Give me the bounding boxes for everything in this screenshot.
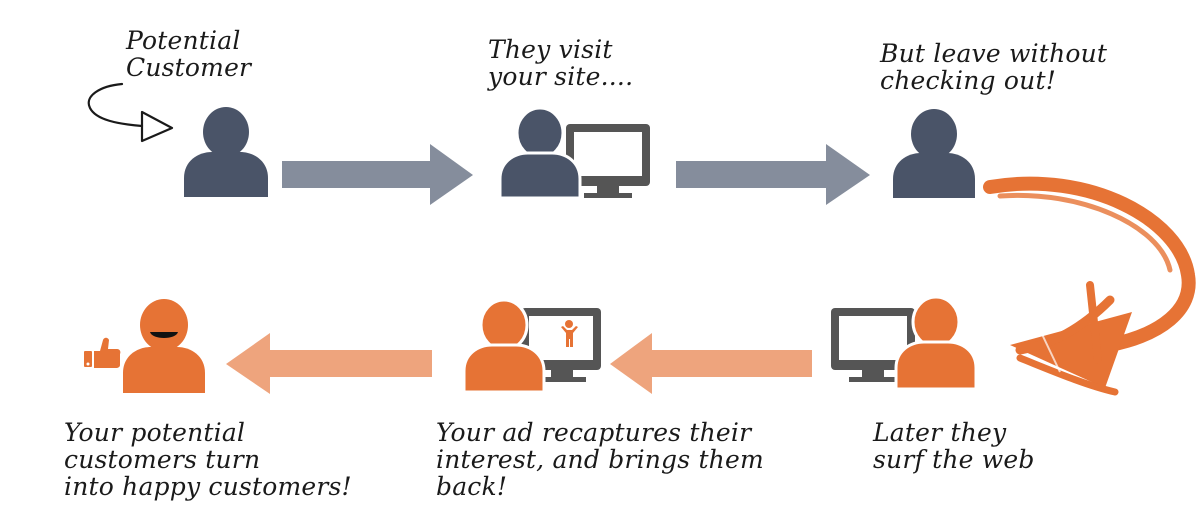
label-line: customers turn [64, 445, 261, 474]
person-icon [184, 107, 268, 197]
potential-customer-label: Potential Customer [126, 27, 251, 81]
curved-arrow-icon [983, 176, 1196, 396]
leave-label: But leave without checking out! [880, 40, 1107, 94]
monitor-icon [831, 308, 915, 382]
label-line: back! [436, 472, 508, 501]
monitor-icon [521, 308, 601, 382]
arrow-left [226, 333, 432, 394]
person-icon [498, 106, 582, 200]
label-line: They visit [488, 35, 613, 64]
label-line: Customer [126, 53, 252, 82]
recapture-label: Your ad recaptures their interest, and b… [436, 419, 764, 500]
label-line: Your potential [64, 418, 246, 447]
label-line: surf the web [873, 445, 1035, 474]
arrow-right [676, 144, 870, 205]
happy-customers-label: Your potential customers turn into happy… [64, 419, 352, 500]
arrow-left [610, 333, 812, 394]
person-icon [123, 299, 205, 393]
curved-arrow-icon [87, 82, 174, 143]
label-line: checking out! [880, 66, 1056, 95]
label-line: Your ad recaptures their [436, 418, 752, 447]
child-figure-icon [561, 320, 578, 347]
label-line: your site.... [488, 62, 634, 91]
person-icon [894, 295, 978, 391]
label-line: interest, and brings them [436, 445, 764, 474]
label-line: Potential [126, 26, 241, 55]
person-icon [893, 109, 975, 198]
label-line: But leave without [880, 39, 1108, 68]
monitor-icon [566, 124, 650, 198]
thumbs-up-icon [84, 337, 121, 368]
surf-label: Later they surf the web [873, 419, 1035, 473]
person-icon [462, 298, 546, 394]
visit-label: They visit your site.... [488, 36, 633, 90]
label-line: Later they [873, 418, 1007, 447]
label-line: into happy customers! [64, 472, 352, 501]
arrow-right [282, 144, 473, 205]
